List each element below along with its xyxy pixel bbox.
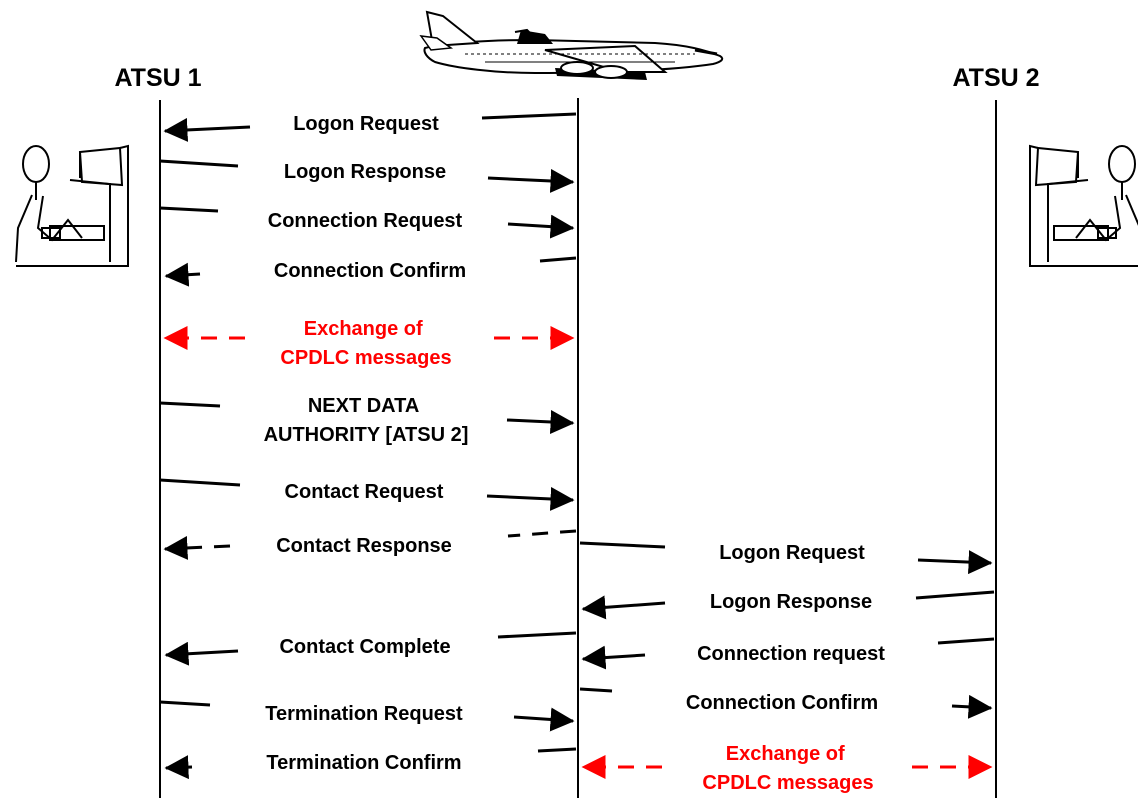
- message-label: Connection request: [697, 643, 885, 665]
- message-termination-confirm: Termination Confirm: [164, 747, 577, 780]
- message-label: Connection Confirm: [274, 260, 466, 282]
- message-logon-request: Logon Request: [163, 112, 577, 142]
- message-label: Termination Request: [265, 703, 463, 725]
- message-label: Logon Request: [719, 542, 865, 564]
- message-label: Connection Request: [268, 210, 463, 232]
- message-contact-complete: Contact Complete: [164, 631, 577, 666]
- message-label: NEXT DATA AUTHORITY [ATSU 2]: [264, 395, 469, 446]
- message-label: Termination Confirm: [266, 752, 461, 774]
- message-label: Contact Response: [276, 535, 452, 557]
- message-label: Contact Complete: [279, 636, 450, 658]
- controller-workstation-icon: [15, 144, 129, 267]
- message-label: Logon Response: [284, 161, 446, 183]
- aircraft-icon: [419, 10, 724, 80]
- message-label: Exchange of CPDLC messages: [280, 318, 451, 369]
- message-next-data-authority: NEXT DATA AUTHORITY [ATSU 2]: [159, 395, 575, 446]
- atsu2-label: ATSU 2: [952, 64, 1039, 92]
- message-label: Exchange of CPDLC messages: [702, 743, 873, 794]
- message-termination-request: Termination Request: [159, 700, 575, 732]
- controller-workstation-icon: [1029, 144, 1138, 267]
- message-logon-request-atsu2: Logon Request: [579, 541, 993, 575]
- message-label: Logon Request: [293, 113, 439, 135]
- atsu1-label: ATSU 1: [114, 64, 201, 92]
- message-exchange-cpdlc-atsu2: Exchange of CPDLC messages: [581, 743, 993, 794]
- message-contact-response: Contact Response: [163, 529, 577, 560]
- message-connection-request: Connection Request: [159, 206, 575, 239]
- message-label: Logon Response: [710, 591, 872, 613]
- message-label: Contact Request: [285, 481, 444, 503]
- message-exchange-cpdlc-atsu1: Exchange of CPDLC messages: [163, 318, 575, 369]
- message-contact-request: Contact Request: [159, 478, 575, 511]
- message-connection-request-atsu2: Connection request: [581, 637, 995, 670]
- message-logon-response-atsu2: Logon Response: [581, 590, 995, 620]
- message-label: Connection Confirm: [686, 692, 878, 714]
- message-connection-confirm: Connection Confirm: [164, 256, 577, 287]
- message-logon-response: Logon Response: [159, 159, 575, 193]
- message-connection-confirm-atsu2: Connection Confirm: [579, 687, 993, 719]
